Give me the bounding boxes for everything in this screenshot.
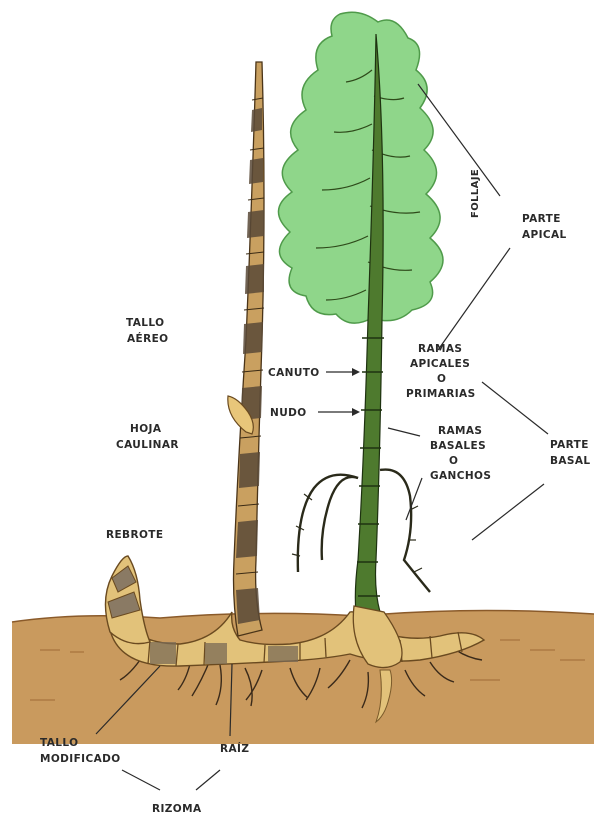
label-ramas-apicales-line1: RAMAS (418, 343, 462, 355)
label-ramas-basales-line1: RAMAS (438, 425, 482, 437)
label-tallo-aereo-line2: AÉREO (127, 332, 168, 345)
soil-layer (12, 610, 594, 744)
label-ramas-apicales-line3: O (437, 373, 446, 385)
label-tallo-aereo-line1: TALLO (126, 317, 164, 329)
label-tallo-modificado-line1: TALLO (40, 737, 78, 749)
label-ramas-basales-line2: BASALES (430, 440, 486, 452)
label-canuto: CANUTO (268, 367, 320, 379)
label-hoja-caulinar-line2: CAULINAR (116, 439, 179, 451)
label-parte-basal-line2: BASAL (550, 455, 591, 467)
label-ramas-apicales-line2: APICALES (410, 358, 470, 370)
label-follaje: FOLLAJE (470, 169, 481, 218)
label-parte-basal-line1: PARTE (550, 439, 589, 451)
label-ramas-apicales-line4: PRIMARIAS (406, 388, 476, 400)
label-ramas-basales-line4: GANCHOS (430, 470, 491, 482)
label-rizoma: RIZOMA (152, 803, 202, 815)
foliage (278, 12, 443, 323)
label-rebrote: REBROTE (106, 529, 163, 541)
label-parte-apical-line2: APICAL (522, 229, 567, 241)
label-raiz: RAÍZ (220, 742, 249, 755)
label-tallo-modificado-line2: MODIFICADO (40, 753, 121, 765)
label-ramas-basales-line3: O (449, 455, 458, 467)
label-nudo: NUDO (270, 407, 307, 419)
arrowheads (352, 368, 360, 416)
label-parte-apical-line1: PARTE (522, 213, 561, 225)
label-hoja-caulinar-line1: HOJA (130, 423, 162, 435)
basal-branch-thorns (292, 494, 422, 572)
